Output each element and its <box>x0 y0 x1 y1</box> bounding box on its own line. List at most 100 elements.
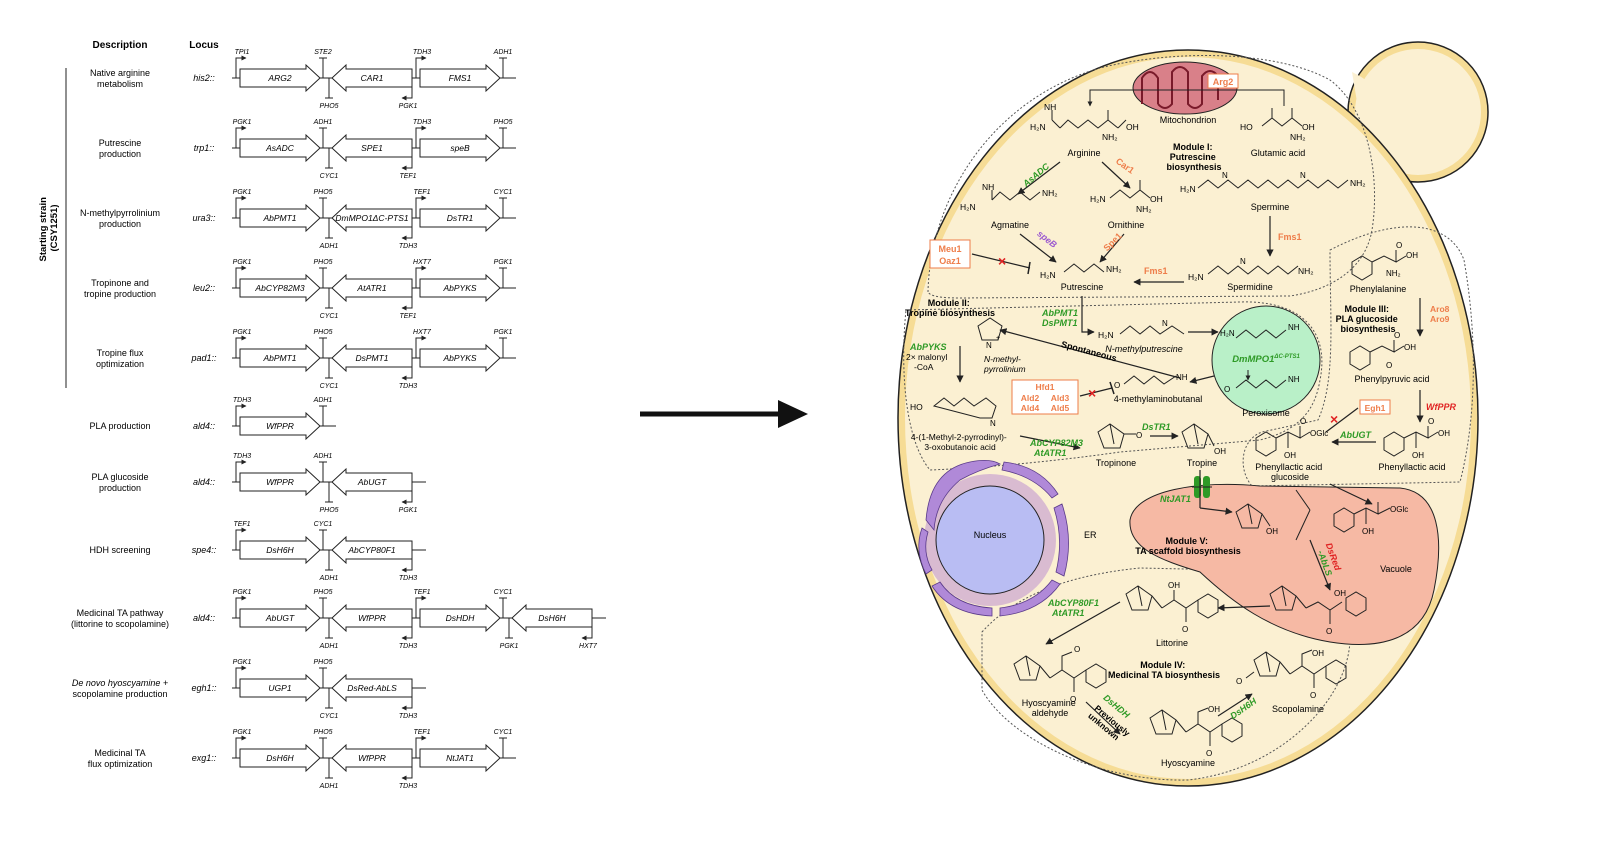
svg-text:NH: NH <box>982 182 994 192</box>
promoter-label: TDH3 <box>399 783 417 790</box>
promoter-label: TEF1 <box>413 189 430 196</box>
svg-text:OH: OH <box>1214 447 1226 456</box>
tropinone-label: Tropinone <box>1096 458 1136 468</box>
promoter-mark <box>415 265 427 288</box>
promoter-mark <box>415 125 427 148</box>
ntjat1-label: NtJAT1 <box>1160 494 1191 504</box>
svg-text:OH: OH <box>1438 429 1450 438</box>
svg-text:OH: OH <box>1150 194 1163 204</box>
terminator-mark <box>325 618 333 639</box>
gene-arrow <box>331 535 413 565</box>
construct-locus: ald4:: <box>193 613 216 623</box>
hyoscyamine-label: Hyoscyamine <box>1161 758 1215 768</box>
svg-text:O: O <box>1206 749 1212 758</box>
promoter-mark <box>401 148 413 171</box>
svg-text:+: + <box>996 335 1000 342</box>
terminator-label: PHO5 <box>493 119 512 126</box>
svg-text:OGlc: OGlc <box>1390 505 1408 514</box>
module-3-title: Module III: PLA glucoside biosynthesis <box>1336 304 1401 334</box>
atatr1b-label: AtATR1 <box>1051 608 1084 618</box>
arginine-structure <box>1051 110 1127 129</box>
svg-text:H₂N: H₂N <box>1188 272 1204 282</box>
svg-text:HO: HO <box>910 402 923 412</box>
gene-label: SPE1 <box>361 143 383 153</box>
terminator-mark <box>325 358 333 379</box>
svg-text:Meu1: Meu1 <box>938 244 961 254</box>
promoter-mark <box>415 195 427 218</box>
terminator-mark <box>499 197 507 218</box>
gene-arrow <box>419 63 501 93</box>
svg-text:O: O <box>1386 361 1392 370</box>
gene-arrow <box>331 343 413 373</box>
egh1-box <box>1359 399 1391 415</box>
gene-arrow <box>419 743 501 773</box>
terminator-label: ADH1 <box>319 643 339 650</box>
gene-arrow <box>239 411 321 441</box>
svg-text:NH: NH <box>1044 102 1056 112</box>
svg-text:Aro9: Aro9 <box>1430 314 1450 324</box>
terminator-label: CYC1 <box>320 383 339 390</box>
arg2-box <box>1207 73 1239 89</box>
nucleus-label: Nucleus <box>974 530 1007 540</box>
terminator-label: PHO5 <box>319 507 338 514</box>
promoter-mark <box>235 735 247 758</box>
promoter-label: HXT7 <box>413 329 432 336</box>
tropinone-structure <box>1097 423 1136 449</box>
module-2-title: Module II: Tropine biosynthesis <box>905 298 995 318</box>
knockout-mark-3: × <box>1330 411 1338 427</box>
promoter-mark <box>401 78 413 101</box>
svg-text:H₂N: H₂N <box>1040 270 1056 280</box>
module-1-region <box>927 55 1376 299</box>
svg-text:OH: OH <box>1126 122 1139 132</box>
mitochondrion: Mitochondrion Arg2 <box>1087 61 1285 125</box>
terminator-label: PHO5 <box>313 189 332 196</box>
gene-arrow <box>419 343 501 373</box>
gene-label: DsH6H <box>266 545 294 555</box>
svg-text:NH: NH <box>1288 323 1300 332</box>
gene-label: WfPPR <box>266 477 294 487</box>
promoter-mark <box>235 403 247 426</box>
module-4-region <box>981 567 1351 781</box>
gene-label: AbUGT <box>357 477 387 487</box>
promoter-label: PGK1 <box>233 329 252 336</box>
svg-text:O: O <box>1326 627 1332 636</box>
module-4-title: Module IV: Medicinal TA biosynthesis <box>1108 660 1220 680</box>
terminator-mark <box>325 758 333 779</box>
svg-text:OH: OH <box>1412 451 1424 460</box>
svg-text:NH₂: NH₂ <box>1290 132 1306 142</box>
terminator-label: PHO5 <box>313 729 332 736</box>
svg-text:N: N <box>1240 257 1246 266</box>
promoter-mark <box>581 618 593 641</box>
svg-text:N: N <box>1162 319 1168 328</box>
terminator-mark <box>499 737 507 758</box>
svg-text:O: O <box>1182 625 1188 634</box>
terminator-mark <box>499 267 507 288</box>
promoter-label: TEF1 <box>399 313 416 320</box>
terminator-label: ADH1 <box>493 49 513 56</box>
gene-arrow <box>331 467 413 497</box>
vacuole <box>1129 483 1440 645</box>
terminator-mark <box>319 267 327 288</box>
module-5-title: Module V: TA scaffold biosynthesis <box>1135 536 1241 556</box>
svg-text:H₂N: H₂N <box>1180 184 1196 194</box>
promoter-label: TDH3 <box>413 119 431 126</box>
gene-label: AbUGT <box>265 613 295 623</box>
gene-arrow <box>419 273 501 303</box>
gene-arrow <box>239 743 321 773</box>
tropine-structure <box>1181 423 1215 449</box>
fms1-label-b: Fms1 <box>1144 266 1168 276</box>
putrescine-label: Putrescine <box>1061 282 1104 292</box>
vacuole-label: Vacuole <box>1380 564 1412 574</box>
terminator-label: PHO5 <box>313 589 332 596</box>
promoter-mark <box>401 758 413 781</box>
promoter-label: PGK1 <box>233 729 252 736</box>
construct-locus: ald4:: <box>193 421 216 431</box>
promoter-label: TDH3 <box>399 243 417 250</box>
